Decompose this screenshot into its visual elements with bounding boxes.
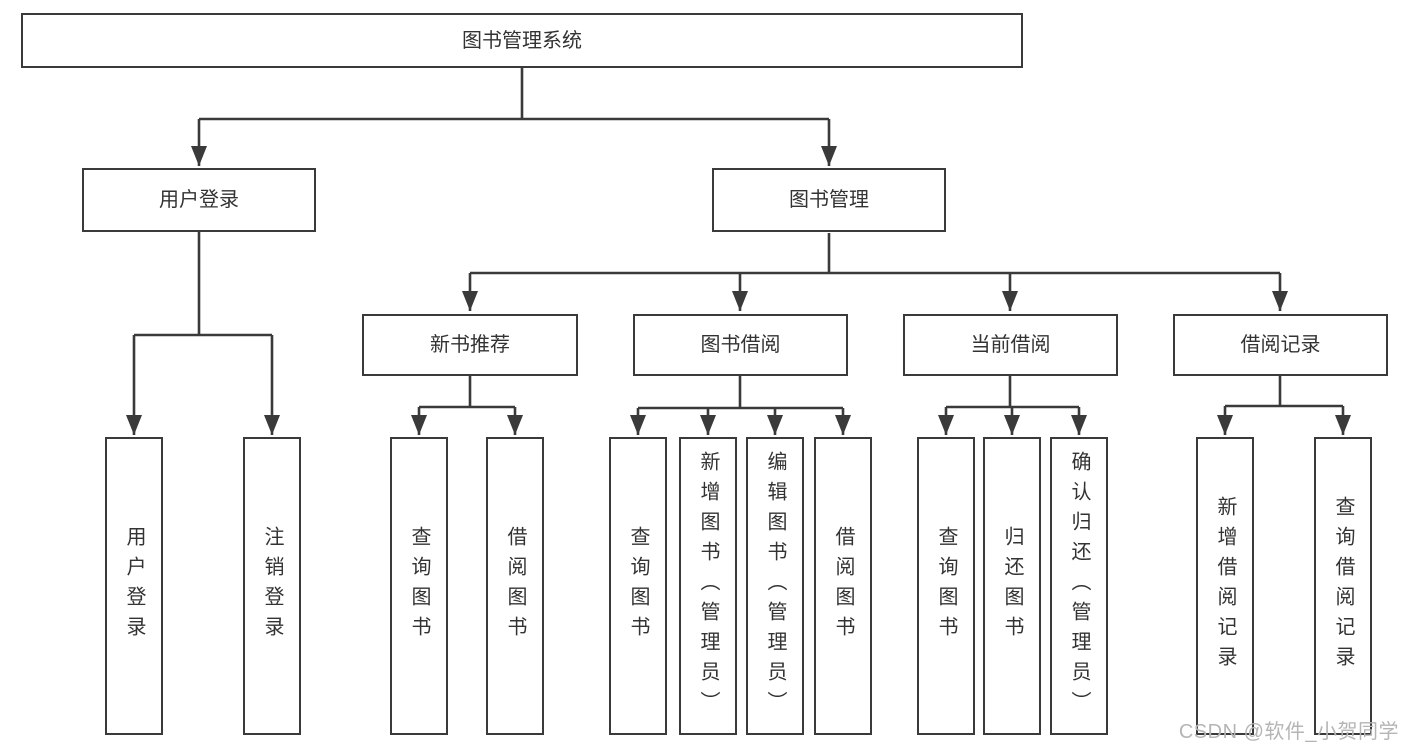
leaf-borrowing-add-book: 新增图书（管理员） <box>679 437 737 735</box>
node-current-borrowing-label: 当前借阅 <box>970 334 1051 356</box>
node-new-book-recommend-label: 新书推荐 <box>430 334 510 356</box>
leaf-records-add-record: 新增借阅记录 <box>1196 437 1254 735</box>
node-book-borrowing: 图书借阅 <box>633 314 848 376</box>
node-current-borrowing: 当前借阅 <box>903 314 1118 376</box>
node-borrow-records: 借阅记录 <box>1173 314 1388 376</box>
leaf-current-confirm-return: 确认归还（管理员） <box>1050 437 1108 735</box>
connector-current-borrowing-children <box>938 376 1087 435</box>
node-book-management: 图书管理 <box>712 168 946 232</box>
connector-book-mgmt-sections <box>462 233 1288 311</box>
leaf-records-add-record-label: 新增借阅记录 <box>1214 496 1236 676</box>
connector-book-borrowing-children <box>630 376 851 435</box>
leaf-records-query-record-label: 查询借阅记录 <box>1332 496 1354 676</box>
node-user-login: 用户登录 <box>82 168 316 232</box>
leaf-user-login-label: 用户登录 <box>123 526 145 646</box>
connector-root-to-level2 <box>191 68 837 166</box>
node-new-book-recommend: 新书推荐 <box>362 314 578 376</box>
connector-user-login-children <box>126 232 280 435</box>
watermark: CSDN @软件_小贺同学 <box>1178 721 1399 743</box>
leaf-logout-label: 注销登录 <box>261 526 283 646</box>
leaf-logout: 注销登录 <box>243 437 301 735</box>
leaf-borrowing-edit-book: 编辑图书（管理员） <box>746 437 804 735</box>
node-root-system-label: 图书管理系统 <box>462 29 582 52</box>
leaf-borrowing-borrow-book-label: 借阅图书 <box>832 526 854 646</box>
node-book-borrowing-label: 图书借阅 <box>700 334 781 356</box>
leaf-current-return-book-label: 归还图书 <box>1001 526 1023 646</box>
leaf-current-confirm-return-label: 确认归还（管理员） <box>1068 451 1090 721</box>
leaf-current-query-book: 查询图书 <box>917 437 975 735</box>
leaf-user-login: 用户登录 <box>105 437 163 735</box>
connector-new-book-recommend-children <box>411 376 523 435</box>
node-user-login-label: 用户登录 <box>159 189 239 211</box>
leaf-borrowing-query-book-label: 查询图书 <box>627 526 649 646</box>
connector-borrow-records-children <box>1217 376 1351 435</box>
leaf-recommend-query-book-label: 查询图书 <box>408 526 430 646</box>
leaf-recommend-borrow-book: 借阅图书 <box>486 437 544 735</box>
leaf-borrowing-edit-book-label: 编辑图书（管理员） <box>764 451 786 721</box>
leaf-recommend-query-book: 查询图书 <box>390 437 448 735</box>
leaf-current-query-book-label: 查询图书 <box>935 526 957 646</box>
node-book-management-label: 图书管理 <box>789 189 869 211</box>
leaf-borrowing-query-book: 查询图书 <box>609 437 667 735</box>
leaf-borrowing-borrow-book: 借阅图书 <box>814 437 872 735</box>
node-borrow-records-label: 借阅记录 <box>1240 334 1321 356</box>
leaf-records-query-record: 查询借阅记录 <box>1314 437 1372 735</box>
leaf-recommend-borrow-book-label: 借阅图书 <box>504 526 526 646</box>
leaf-current-return-book: 归还图书 <box>983 437 1041 735</box>
node-root-system: 图书管理系统 <box>21 13 1023 68</box>
leaf-borrowing-add-book-label: 新增图书（管理员） <box>697 451 719 721</box>
